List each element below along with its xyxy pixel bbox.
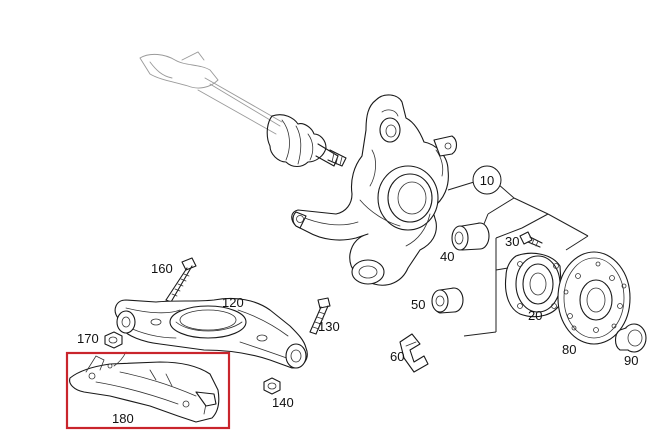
bushing-50-illustration[interactable] [431,287,464,314]
part-label-120[interactable]: 120 [222,295,244,310]
wheel-carrier-illustration[interactable] [291,94,458,286]
callout-circle-10 [472,165,502,195]
part-label-80[interactable]: 80 [562,342,576,357]
part-label-30[interactable]: 30 [505,234,519,249]
highlight-box-180 [65,351,231,430]
nut-170-illustration[interactable] [104,331,123,349]
drive-shaft-illustration[interactable] [139,51,347,168]
part-label-180[interactable]: 180 [112,411,134,426]
bolt-160-illustration[interactable] [165,257,197,303]
part-label-90[interactable]: 90 [624,353,638,368]
bolt-130-illustration[interactable] [309,297,331,335]
leader-lines [447,181,589,337]
part-label-60[interactable]: 60 [390,349,404,364]
wheel-hub-80-illustration[interactable] [557,251,631,345]
part-label-130[interactable]: 130 [318,319,340,334]
spring-link-illustration[interactable] [114,297,308,369]
cover-180-illustration[interactable] [69,351,220,423]
part-label-170[interactable]: 170 [77,331,99,346]
cap-90-illustration[interactable] [614,323,647,353]
bushing-40-illustration[interactable] [451,222,490,251]
part-labels: 10 20 30 40 50 60 80 90 120 130 140 160 … [77,165,638,426]
part-label-140[interactable]: 140 [272,395,294,410]
part-label-10[interactable]: 10 [480,173,494,188]
wheel-bearing-20-illustration[interactable] [504,252,563,318]
part-label-160[interactable]: 160 [151,261,173,276]
bolt-30-illustration[interactable] [519,231,543,248]
part-label-40[interactable]: 40 [440,249,454,264]
part-label-50[interactable]: 50 [411,297,425,312]
nut-140-illustration[interactable] [263,377,281,395]
clip-60-illustration[interactable] [399,333,429,373]
part-label-20[interactable]: 20 [528,308,542,323]
